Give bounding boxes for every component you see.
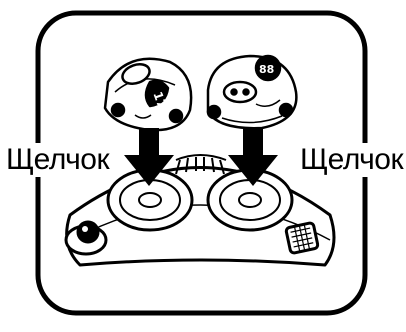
right-car: 88 (208, 56, 296, 128)
click-label-right: Щелчок (298, 143, 405, 177)
speaker-grill (286, 222, 319, 253)
left-car: 17 (105, 59, 191, 130)
click-label-left: Щелчок (4, 143, 111, 177)
right-car-number: 88 (259, 63, 274, 76)
